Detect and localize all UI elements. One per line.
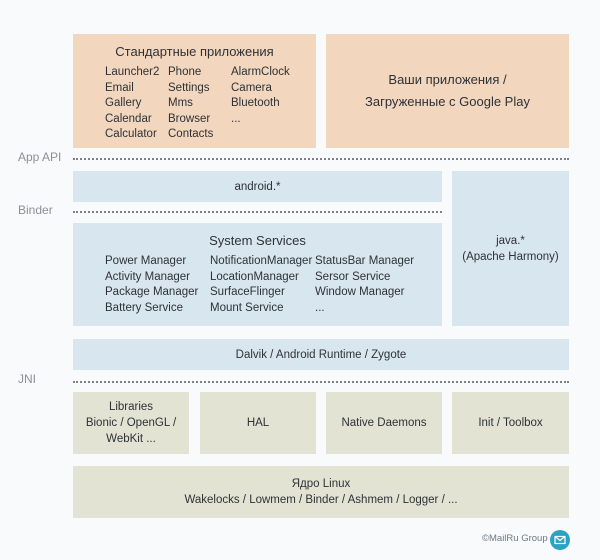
app-item: Gallery (105, 97, 142, 109)
app-api-label: App API (18, 150, 62, 164)
libraries-box: Libraries Bionic / OpenGL / WebKit ... (73, 392, 189, 454)
app-item: Calendar (105, 112, 152, 125)
dalvik-box: Dalvik / Android Runtime / Zygote (73, 339, 569, 370)
kernel-title: Ядро Linux (291, 478, 351, 490)
system-services-title: System Services (209, 233, 306, 248)
app-item: Calculator (105, 128, 157, 140)
app-api-divider (73, 158, 569, 160)
binder-divider (73, 211, 442, 213)
kernel-subtitle: Wakelocks / Lowmem / Binder / Ashmem / L… (184, 494, 458, 506)
android-framework-label: android.* (234, 180, 281, 193)
app-item: Camera (231, 81, 272, 94)
native-daemons-label: Native Daemons (341, 417, 427, 429)
service-item: Mount Service (210, 301, 284, 314)
dalvik-label: Dalvik / Android Runtime / Zygote (235, 348, 407, 361)
service-item: NotificationManager (210, 255, 313, 267)
service-item: Battery Service (105, 301, 183, 314)
service-item: Power Manager (105, 255, 187, 267)
your-apps-line1: Ваши приложения / (388, 72, 507, 87)
libraries-line3: WebKit ... (106, 433, 156, 445)
service-item: StatusBar Manager (315, 255, 415, 267)
java-line2: (Apache Harmony) (462, 250, 559, 263)
java-box: java.* (Apache Harmony) (452, 171, 569, 326)
jni-divider (73, 381, 569, 383)
system-services-box: System Services Power Manager Notificati… (73, 223, 442, 326)
app-item: Settings (168, 81, 210, 94)
app-item: ... (231, 112, 241, 125)
standard-apps-title: Стандартные приложения (115, 44, 274, 59)
app-item: Bluetooth (231, 97, 280, 109)
hal-box: HAL (200, 392, 316, 454)
android-framework-box: android.* (73, 171, 442, 202)
service-item: Sersor Service (315, 270, 391, 283)
libraries-title: Libraries (108, 401, 154, 413)
app-item: Contacts (168, 128, 214, 140)
mail-icon (550, 530, 570, 550)
java-line1: java.* (496, 234, 525, 247)
your-apps-line2: Загруженные с Google Play (365, 94, 530, 109)
service-item: Package Manager (105, 286, 199, 298)
service-item: LocationManager (210, 270, 299, 283)
hal-label: HAL (246, 417, 270, 429)
libraries-line2: Bionic / OpenGL / (85, 417, 177, 429)
app-item: Mms (168, 97, 193, 109)
service-item: Activity Manager (105, 270, 191, 283)
jni-label: JNI (18, 372, 36, 386)
your-apps-box: Ваши приложения / Загруженные с Google P… (326, 34, 569, 148)
app-item: Phone (168, 66, 202, 78)
app-item: Browser (168, 112, 211, 125)
app-item: AlarmClock (231, 66, 290, 78)
service-item: SurfaceFlinger (210, 286, 285, 298)
init-toolbox-box: Init / Toolbox (452, 392, 569, 454)
kernel-box: Ядро Linux Wakelocks / Lowmem / Binder /… (73, 466, 569, 518)
system-services-list: Power Manager NotificationManager Status… (105, 254, 425, 316)
binder-label: Binder (18, 203, 53, 217)
standard-apps-box: Стандартные приложения Launcher2 Phone A… (73, 34, 316, 148)
app-item: Email (105, 81, 134, 94)
init-toolbox-label: Init / Toolbox (478, 417, 543, 429)
standard-apps-list: Launcher2 Phone AlarmClock Email Setting… (105, 65, 311, 143)
app-item: Launcher2 (105, 66, 160, 78)
footer-credit: ©MailRu Group (482, 533, 548, 544)
native-daemons-box: Native Daemons (326, 392, 442, 454)
service-item: ... (315, 301, 325, 314)
service-item: Window Manager (315, 286, 405, 298)
